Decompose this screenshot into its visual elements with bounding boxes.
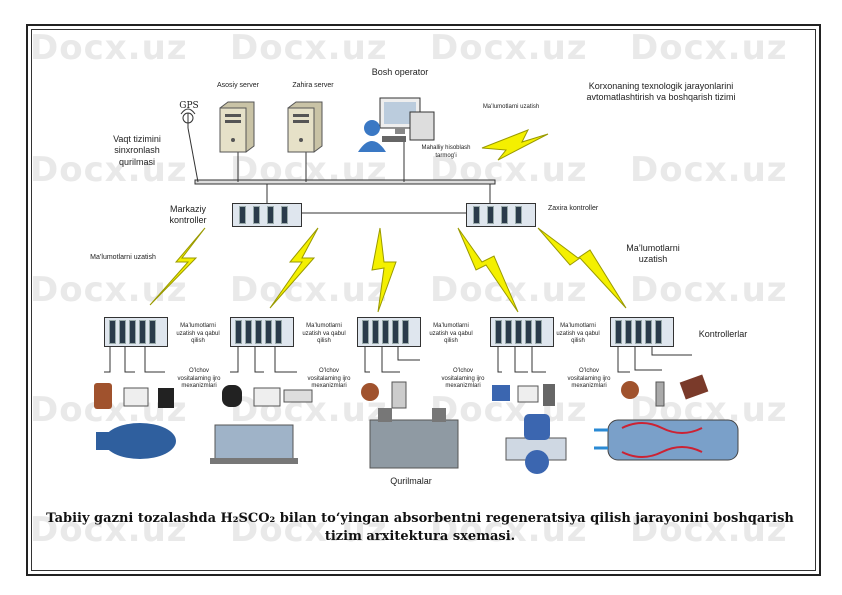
- gps-link: [187, 127, 199, 183]
- watermark: Docx.uz: [630, 510, 788, 550]
- module-label: Ma’lumotlarni uzatish va qabul qilish: [556, 323, 600, 344]
- network-bus: [194, 179, 496, 185]
- main-server-label: Asosiy server: [216, 82, 259, 89]
- backup-controller-label: Zaxira kontroller: [548, 205, 599, 212]
- instrument-icons: [94, 374, 709, 409]
- lightning-icon: [371, 227, 397, 313]
- module-label: Ma’lumotlarni uzatish va qabul qilish: [302, 323, 346, 344]
- instruments-label: O’lchov vositalaming ijro mexanizmlari: [567, 368, 611, 389]
- operator-workstation-icon: [358, 97, 435, 152]
- page-border: [26, 24, 821, 576]
- watermark: Docx.uz: [30, 510, 188, 550]
- watermark: Docx.uz: [230, 510, 388, 550]
- watermark: Docx.uz: [30, 28, 188, 68]
- data-transfer-top-label: Ma’lumotlarni uzatish: [482, 104, 540, 110]
- gps-label: GPS: [179, 101, 199, 111]
- caption-line-2: tizim arxitektura sxemasi.: [324, 529, 516, 544]
- field-controller: [230, 317, 294, 347]
- watermark: Docx.uz: [30, 270, 188, 310]
- watermark: Docx.uz: [630, 28, 788, 68]
- lightning-icon: [149, 227, 206, 306]
- watermark: Docx.uz: [630, 150, 788, 190]
- system-title-label: Korxonaning texnologik jarayonlarini avt…: [586, 81, 736, 103]
- backup-server-label: Zahira server: [292, 82, 334, 89]
- caption-line-1: Tabiiy gazni tozalashda H₂SCO₂ bilan to‘…: [46, 511, 794, 526]
- lightning-top-icon: [481, 129, 549, 161]
- backup-controller: [466, 203, 536, 227]
- instruments-label: O’lchov vositalaming ijro mexanizmlari: [307, 368, 351, 389]
- gps-antenna-icon: [180, 108, 196, 128]
- watermark: Docx.uz: [230, 28, 388, 68]
- equipment-icons: [96, 408, 739, 474]
- data-transfer-right-label: Ma’lumotlarni uzatish: [626, 243, 680, 265]
- watermark: Docx.uz: [430, 28, 588, 68]
- backup-server-icon: [287, 101, 323, 153]
- equipment-label: Qurilmalar: [390, 476, 432, 486]
- module-label: Ma’lumotlarni uzatish va qabul qilish: [176, 323, 220, 344]
- field-controller: [610, 317, 674, 347]
- module-label: Ma’lumotlarni uzatish va qabul qilish: [429, 323, 473, 344]
- watermark: Docx.uz: [230, 270, 388, 310]
- watermark: Docx.uz: [630, 270, 788, 310]
- central-controller: [232, 203, 302, 227]
- field-wiring: [104, 345, 692, 373]
- data-transfer-left-label: Ma’lumotlarni uzatish: [90, 254, 156, 261]
- field-controller: [357, 317, 421, 347]
- lightning-icon: [457, 227, 519, 313]
- local-network-label: Mahalliy hisoblash tarmog’i: [421, 145, 471, 159]
- lightning-icon: [269, 227, 319, 309]
- watermark: Docx.uz: [30, 150, 188, 190]
- field-controller: [490, 317, 554, 347]
- instruments-label: O’lchov vositalaming ijro mexanizmlari: [177, 368, 221, 389]
- controllers-label: Kontrollerlar: [698, 329, 748, 339]
- time-sync-label: Vaqt tizimini sinxronlash qurilmasi: [113, 134, 161, 167]
- central-controller-label: Markaziy kontroller: [169, 204, 207, 226]
- main-server-icon: [219, 101, 255, 153]
- watermark: Docx.uz: [430, 510, 588, 550]
- instruments-label: O’lchov vositalaming ijro mexanizmlari: [441, 368, 485, 389]
- operator-label: Bosh operator: [371, 67, 429, 77]
- lightning-icon: [537, 227, 627, 309]
- field-controller: [104, 317, 168, 347]
